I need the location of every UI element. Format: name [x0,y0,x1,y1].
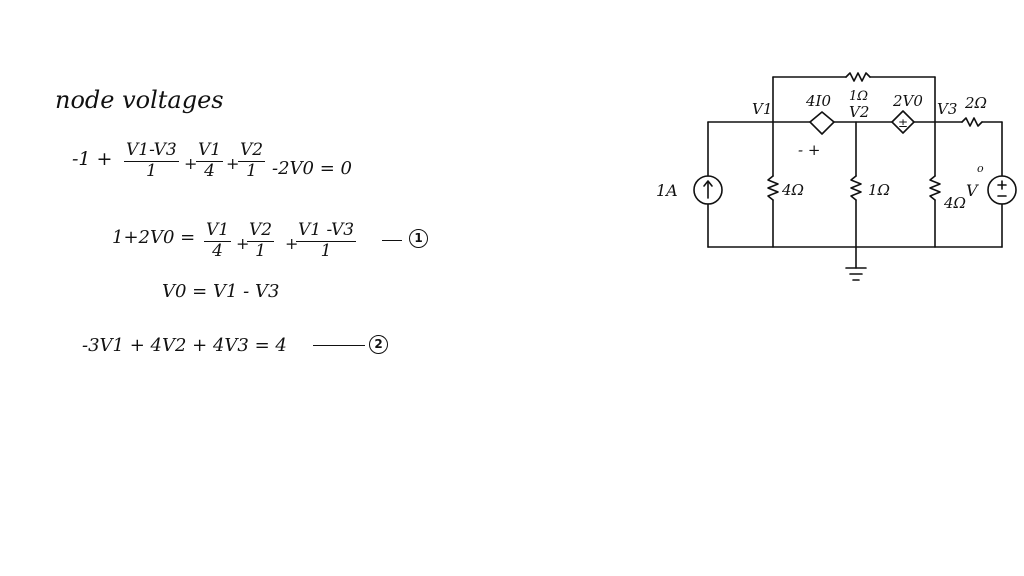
r1-label: 4Ω [781,181,804,199]
eq1-plus-1: + [184,154,198,173]
fraction-bar [296,240,357,242]
eq1-fraction-2: V1 4 [196,140,224,181]
eq1-f1-num: V1-V3 [126,140,177,160]
fraction-bar [204,240,232,242]
eq2-plus-1: + [236,234,250,253]
fraction-bar [124,160,179,162]
eq2-f2-den: 1 [255,240,266,261]
eq1-f3-num: V2 [240,140,264,160]
dep-source-1-label: 4I0 [805,92,831,110]
right-resistor-label: 2Ω [964,94,987,112]
dependent-source-2-icon [891,110,915,134]
right-resistor-zigzag [961,117,983,127]
dep-source-2-label: 2V0 [892,92,923,110]
vs-label: V [966,181,979,200]
equation-3: V0 = V1 - V3 [162,281,280,302]
r3-label: 4Ω [943,194,966,212]
r3-zigzag [929,175,941,201]
eq1-tail: -2V0 = 0 [272,158,352,179]
current-source-label: 1A [656,181,678,200]
eq2-fraction-1: V1 4 [204,220,232,261]
eq2-marker: 1 [409,229,428,248]
eq2-plus-2: + [285,234,299,253]
eq1-fraction-3: V2 1 [238,140,266,181]
eq2-f3-num: V1 -V3 [298,220,355,240]
eq4-text: -3V1 + 4V2 + 4V3 = 4 [82,335,287,356]
fraction-bar [247,240,275,242]
eq2-fraction-2: V2 1 [247,220,275,261]
vs-superscript: o [977,162,984,175]
current-source-icon [693,175,723,205]
fraction-bar [238,160,266,162]
eq2-f1-den: 4 [212,240,223,261]
eq1-f2-den: 4 [204,160,215,181]
current-source-arrowhead [703,180,713,187]
top-resistor-label: 1Ω [849,89,868,104]
eq1-fraction-1: V1-V3 1 [124,140,179,181]
eq2-f3-den: 1 [320,240,332,261]
eq1-lead: -1 + [72,148,113,170]
eq1-f3-den: 1 [246,160,257,181]
eq2-dash [382,240,402,241]
top-resistor-zigzag [845,72,871,82]
r2-zigzag [850,175,862,201]
dependent-source-1-icon [809,111,835,135]
r1-zigzag [767,175,779,201]
eq2-f1-num: V1 [206,220,230,240]
dep-source-2-mark: ± [898,116,908,130]
eq4-marker: 2 [369,335,388,354]
node-v3-label: V3 [937,100,957,118]
node-v1-label: V1 [752,100,772,118]
node-v2-label: V2 [849,103,869,121]
eq4-dash [313,345,365,346]
eq1-plus-2: + [226,154,240,173]
voltage-source-icon [987,175,1017,205]
page-title: node voltages [55,86,224,114]
eq2-f2-num: V2 [249,220,273,240]
eq1-f1-den: 1 [145,160,157,181]
eq1-f2-num: V1 [198,140,222,160]
dep-source-1-polarity: - + [798,141,820,159]
eq2-fraction-3: V1 -V3 1 [296,220,357,261]
fraction-bar [196,160,224,162]
r2-label: 1Ω [868,181,890,199]
eq2-lhs: 1+2V0 = [112,227,196,248]
